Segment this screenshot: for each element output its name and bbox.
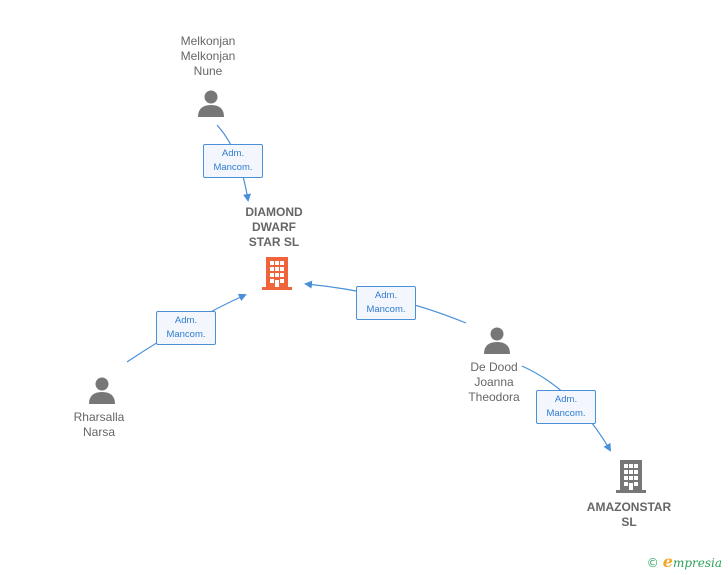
edge-label-dedood-diamond[interactable]: Adm. Mancom.: [356, 286, 416, 320]
copyright-icon: ©: [646, 556, 659, 570]
building-icon[interactable]: [614, 458, 648, 494]
edge-label-melkonjan-diamond[interactable]: Adm. Mancom.: [203, 144, 263, 178]
person-icon[interactable]: [482, 325, 512, 355]
person-icon[interactable]: [196, 88, 226, 118]
node-label-melkonjan: Melkonjan Melkonjan Nune: [180, 34, 236, 78]
node-label-rharsalla: Rharsalla Narsa: [73, 410, 125, 439]
brand-name: mpresia: [672, 556, 722, 570]
brand-initial: e: [662, 552, 673, 571]
node-label-amazonstar: AMAZONSTAR SL: [586, 500, 672, 529]
edge-label-rharsalla-diamond[interactable]: Adm. Mancom.: [156, 311, 216, 345]
node-label-dedood: De Dood Joanna Theodora: [468, 360, 520, 404]
building-icon[interactable]: [260, 255, 294, 291]
node-label-diamond: DIAMOND DWARF STAR SL: [245, 205, 303, 249]
edge-label-dedood-amazonstar[interactable]: Adm. Mancom.: [536, 390, 596, 424]
person-icon[interactable]: [87, 375, 117, 405]
brand-footer: ©empresia: [647, 552, 722, 571]
